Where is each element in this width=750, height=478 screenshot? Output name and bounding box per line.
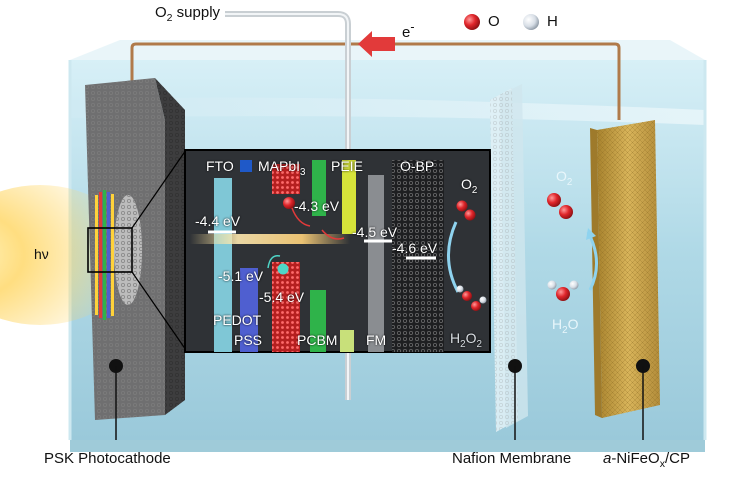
- nafion-membrane: [490, 84, 528, 432]
- anode-molecules: [547, 193, 598, 301]
- pcbm-label: PCBM: [297, 332, 338, 348]
- o2-supply-tube: [225, 11, 351, 400]
- legend: [464, 14, 539, 30]
- callouts: [109, 359, 650, 440]
- nafion-label: Nafion Membrane: [452, 450, 572, 467]
- pedot-label: PEDOT: [213, 312, 262, 328]
- energy-44-label: -4.4 eV: [195, 213, 241, 229]
- o2-anode-label: O2: [556, 168, 573, 188]
- psk-label: PSK Photocathode: [44, 450, 171, 467]
- energy-54-label: -5.4 eV: [259, 289, 305, 305]
- mapbi-label: MAPbI3: [258, 158, 306, 178]
- anode-electrode: [590, 120, 660, 418]
- o2-supply-label: O2 supply: [155, 4, 221, 24]
- legend-o-label: O: [488, 13, 500, 30]
- energy-inset: [184, 149, 491, 353]
- anode-label: a-NiFeOx/CP: [603, 450, 690, 470]
- peie-label: PEIE: [331, 158, 363, 174]
- pss-label: PSS: [234, 332, 263, 348]
- obp-label: O-BP: [400, 158, 435, 174]
- legend-h-label: H: [547, 13, 558, 30]
- hv-label: hν: [34, 246, 49, 262]
- energy-45-label: -4.5 eV: [352, 224, 398, 240]
- energy-46-label: -4.6 eV: [392, 240, 438, 256]
- electron-arrow-icon: [358, 31, 395, 57]
- fm-label: FM: [366, 332, 387, 348]
- hydrogen-atom-icon: [523, 14, 539, 30]
- inset-o2-label: O2: [461, 176, 478, 196]
- h2o-label: H2O: [552, 316, 579, 336]
- energy-51-label: -5.1 eV: [218, 268, 264, 284]
- fto-label: FTO: [206, 158, 234, 174]
- electron-label: e-: [402, 20, 415, 41]
- zoom-box: [87, 227, 133, 273]
- h2o2-label: H2O2: [450, 330, 482, 350]
- psk-photocathode: [85, 78, 187, 420]
- energy-43-label: -4.3 eV: [294, 198, 340, 214]
- oxygen-atom-icon: [464, 14, 480, 30]
